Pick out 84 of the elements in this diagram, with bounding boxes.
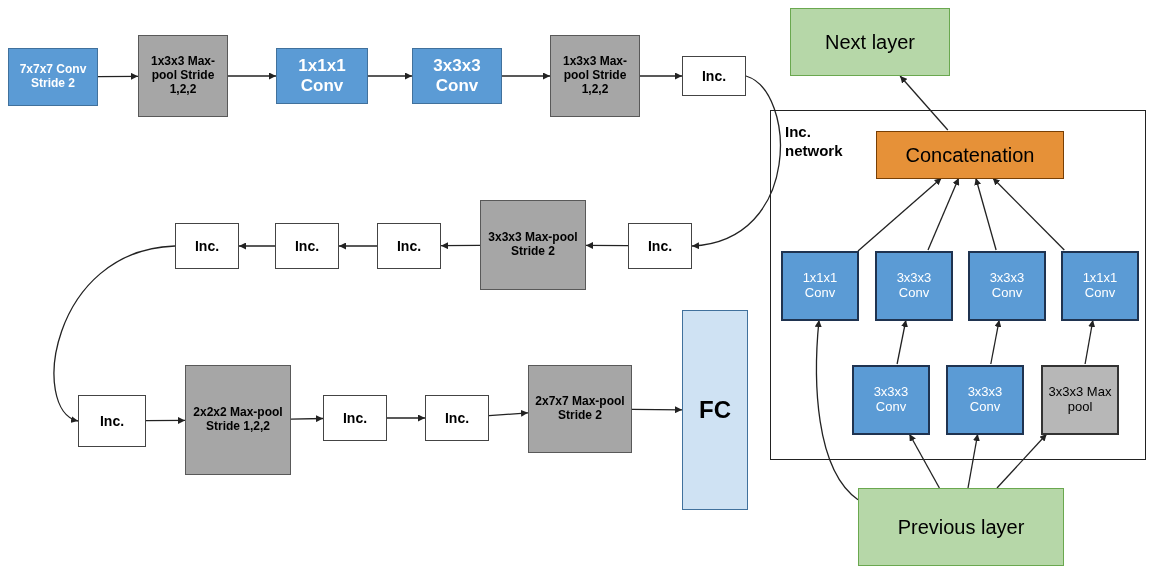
process-box (781, 251, 859, 321)
node-label: 1x1x1 Conv (801, 271, 839, 301)
node-label: 3x3x3 Conv (432, 56, 482, 96)
arrow (440, 242, 481, 250)
layer-box (858, 488, 1064, 566)
node-label: Inc. (293, 237, 321, 255)
node-label: 3x3x3 Conv (966, 385, 1004, 415)
arrow (857, 177, 943, 252)
process-box (480, 200, 586, 290)
process-box (968, 251, 1046, 321)
node-label: 2x2x2 Max-pool Stride 1,2,2 (192, 406, 284, 434)
process-box (550, 35, 640, 117)
node-label: Previous layer (896, 515, 1026, 539)
arrow (927, 177, 960, 251)
node-label: Inc. (98, 412, 126, 430)
arrow (814, 319, 859, 501)
node-label: 7x7x7 Conv Stride 2 (18, 63, 88, 91)
node-label: 3x3x3 Conv (895, 271, 933, 301)
arrow (227, 72, 277, 80)
node-label: 1x1x1 Conv (297, 56, 347, 96)
arrow (974, 177, 997, 251)
arrow (501, 72, 551, 80)
arrow (691, 75, 781, 249)
process-box (377, 223, 441, 269)
arrow (386, 414, 426, 422)
process-box (682, 310, 748, 510)
node-label: Inc. (443, 409, 471, 427)
process-box (528, 365, 632, 453)
arrow (290, 415, 324, 423)
node-label: 3x3x3 Conv (988, 271, 1026, 301)
node-label: Concatenation (904, 143, 1036, 167)
arrow (990, 319, 1002, 365)
arrow (145, 416, 186, 424)
process-box (8, 48, 98, 106)
arrow (967, 433, 980, 489)
arrow (367, 72, 413, 80)
arrow (585, 241, 629, 249)
node-label: 1x3x3 Max-pool Stride 1,2,2 (561, 55, 628, 97)
node-label: Next layer (824, 30, 916, 54)
process-box (852, 365, 930, 435)
arrow (1084, 319, 1096, 365)
arrow (488, 409, 529, 417)
node-label: 3x3x3 Max-pool Stride 2 (487, 231, 579, 259)
process-box (78, 395, 146, 447)
node-label: FC (698, 396, 732, 424)
process-box (412, 48, 502, 104)
process-box (276, 48, 368, 104)
node-label: 3x3x3 Conv (872, 385, 910, 415)
layer-box (790, 8, 950, 76)
node-label: 1x1x1 Conv (1081, 271, 1119, 301)
node-label: 2x7x7 Max-pool Stride 2 (534, 395, 626, 423)
arrow (639, 72, 683, 80)
process-box (1041, 365, 1119, 435)
arrow (631, 406, 683, 414)
arrow (996, 433, 1048, 489)
arrow (53, 245, 176, 422)
process-box (275, 223, 339, 269)
arrow (97, 72, 139, 80)
node-label: Inc. (193, 237, 221, 255)
process-box (946, 365, 1024, 435)
process-box (323, 395, 387, 441)
process-box (628, 223, 692, 269)
node-label: Inc. (700, 67, 728, 85)
arrow (899, 75, 949, 131)
node-label: Inc. (646, 237, 674, 255)
arrow (992, 177, 1065, 251)
group-box (770, 110, 1146, 460)
process-box (185, 365, 291, 475)
arrow (896, 319, 908, 365)
process-box (1061, 251, 1139, 321)
process-box (138, 35, 228, 117)
group-title: Inc. network (785, 123, 844, 161)
process-box (875, 251, 953, 321)
node-label: Inc. (341, 409, 369, 427)
process-box (175, 223, 239, 269)
node-label: 1x3x3 Max-pool Stride 1,2,2 (149, 55, 216, 97)
arrow (908, 433, 941, 489)
arrow (238, 242, 276, 250)
node-label: Inc. (395, 237, 423, 255)
process-box (876, 131, 1064, 179)
node-label: 3x3x3 Max pool (1047, 385, 1113, 415)
arrow (338, 242, 378, 250)
process-box (682, 56, 746, 96)
process-box (425, 395, 489, 441)
